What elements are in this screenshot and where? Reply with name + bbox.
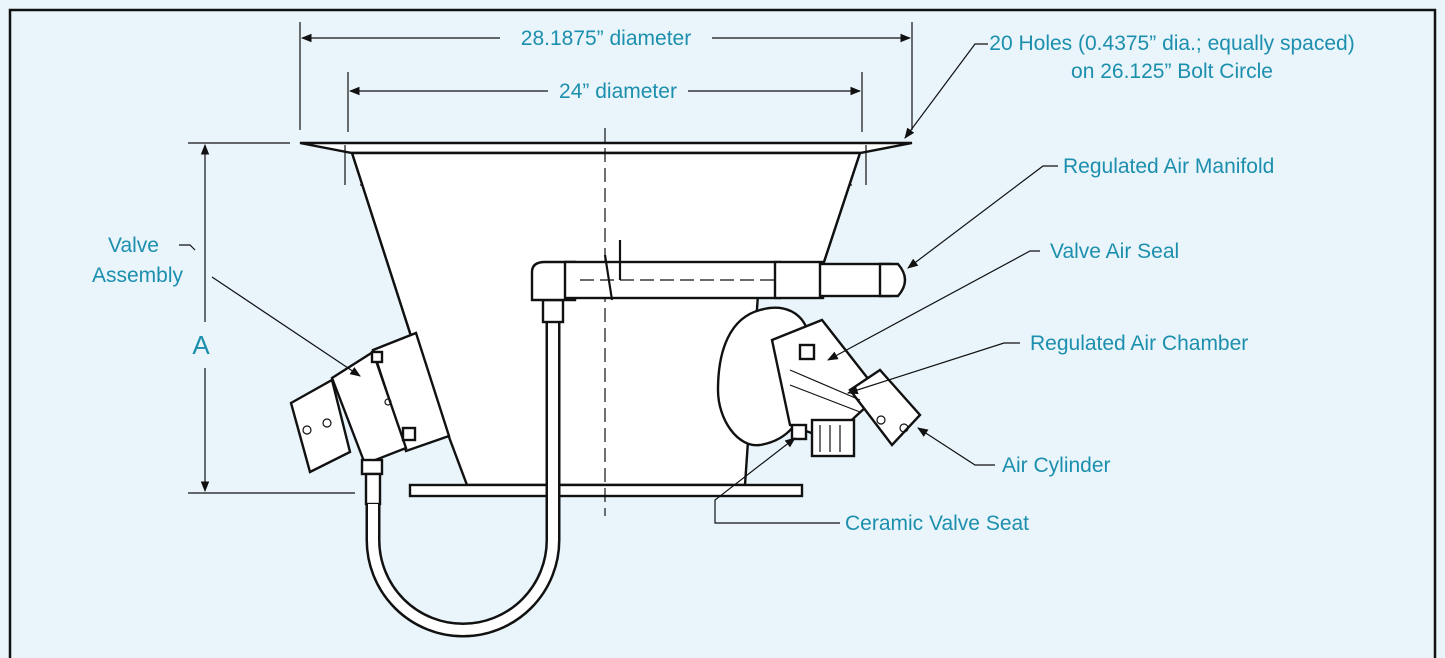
bolt-holes-label-line2: on 26.125” Bolt Circle [1071,60,1273,83]
valve-assembly-label-line2: Assembly [92,264,184,287]
air-hose [365,298,565,638]
inner-diameter-label: 24” diameter [559,80,677,103]
right-valve-cutaway [716,306,922,458]
leader-lines [179,43,1058,524]
dimension-lines [188,22,913,494]
outer-diameter-label: 28.1875” diameter [521,27,691,50]
regulated-air-manifold-pipe [530,240,907,302]
regulated-air-manifold-label: Regulated Air Manifold [1063,155,1274,178]
valve-air-seal-label: Valve Air Seal [1050,240,1179,263]
air-cylinder-label: Air Cylinder [1002,454,1111,477]
regulated-air-chamber-label: Regulated Air Chamber [1030,332,1248,355]
ceramic-valve-seat-label: Ceramic Valve Seat [845,512,1029,535]
bolt-holes-label-line1: 20 Holes (0.4375” dia.; equally spaced) [989,32,1354,55]
bottom-plate [408,483,804,498]
height-dimension-label: A [192,330,210,360]
valve-assembly-label-line1: Valve [108,234,159,257]
left-valve-assembly [289,331,451,506]
top-flange [299,141,913,155]
